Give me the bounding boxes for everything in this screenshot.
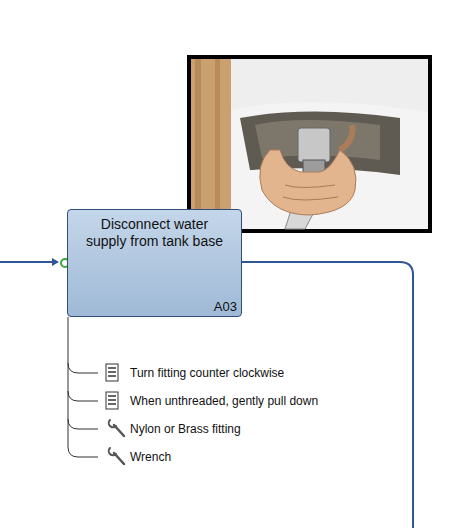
tree-lines xyxy=(68,317,98,457)
incoming-line xyxy=(0,261,56,263)
step-text: Disconnect water supply from tank base xyxy=(68,210,241,250)
wrench-icon xyxy=(109,420,124,436)
note-icon xyxy=(106,392,118,409)
step-note: Turn fitting counter clockwise xyxy=(130,366,284,380)
step-note: Nylon or Brass fitting xyxy=(130,422,241,436)
arrowhead xyxy=(52,258,59,266)
step-note: Wrench xyxy=(130,450,171,464)
photo xyxy=(187,55,432,233)
note-icon xyxy=(106,364,118,381)
step-note: When unthreaded, gently pull down xyxy=(130,394,318,408)
process-box: Disconnect water supply from tank baseA0… xyxy=(67,209,242,317)
wrench-icon xyxy=(109,448,124,464)
step-code: A03 xyxy=(214,299,237,314)
